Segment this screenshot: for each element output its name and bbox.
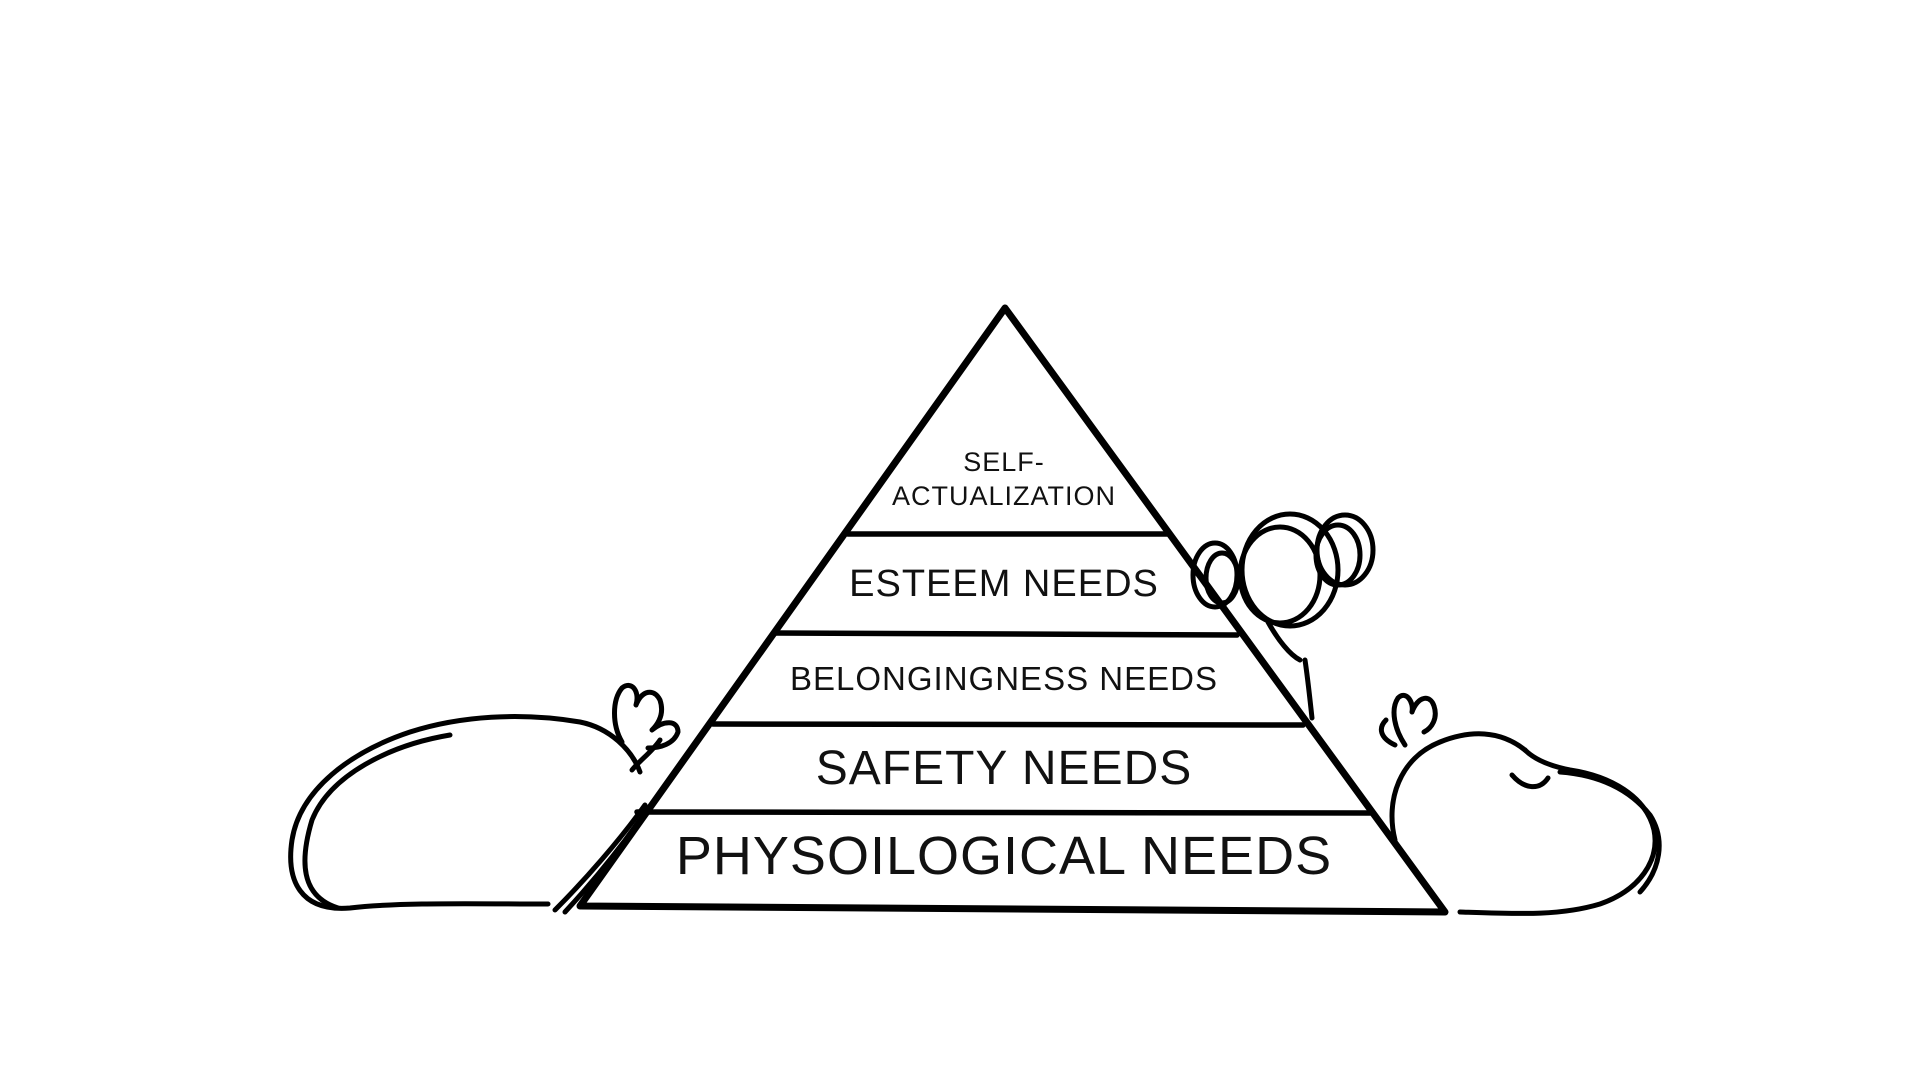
pyramid-outline — [576, 304, 1449, 916]
divider-safety-physiological — [634, 809, 1373, 816]
divider-belonging-safety — [710, 721, 1306, 728]
level-label-belongingness: BELONGINGNESS NEEDS — [790, 660, 1218, 697]
level-label-esteem: ESTEEM NEEDS — [849, 563, 1159, 605]
level-label-self-actualization-line2: ACTUALIZATION — [892, 481, 1116, 511]
level-label-physiological: PHYSOILOGICAL NEEDS — [676, 826, 1332, 886]
divider-esteem-belonging — [771, 630, 1240, 638]
sleeping-figure-left-icon — [288, 682, 681, 915]
level-label-safety: SAFETY NEEDS — [816, 742, 1193, 795]
level-label-self-actualization-line1: SELF- — [963, 447, 1045, 477]
sleeping-figure-right-icon — [1378, 692, 1662, 916]
pyramid-tier-dividers — [634, 531, 1373, 816]
